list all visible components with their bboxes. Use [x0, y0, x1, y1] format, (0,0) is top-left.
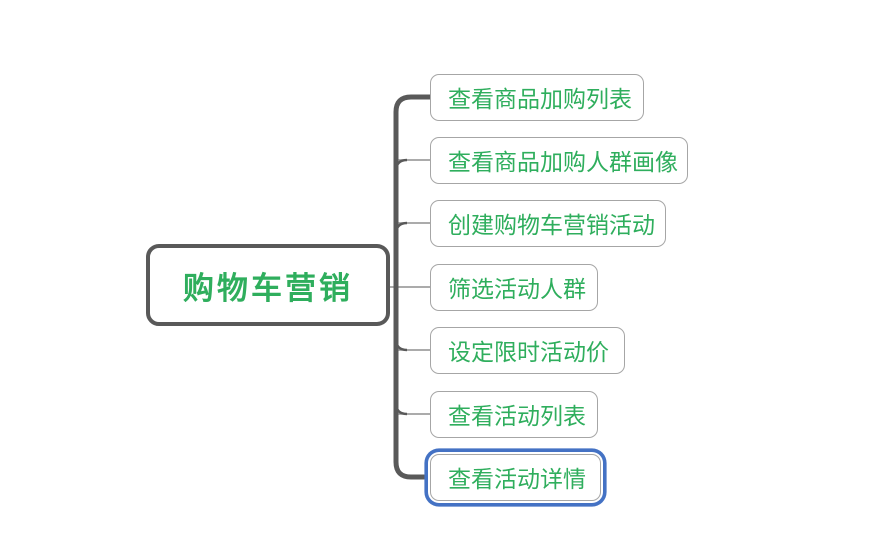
- topic-label: 查看商品加购列表: [448, 87, 632, 113]
- topic-node-view-product-cart-additions-list[interactable]: 查看商品加购列表: [430, 73, 644, 121]
- topic-node-view-campaign-list[interactable]: 查看活动列表: [430, 390, 598, 438]
- spine-connector: [393, 94, 433, 480]
- topic-label: 设定限时活动价: [448, 340, 609, 366]
- topic-label: 创建购物车营销活动: [448, 213, 655, 239]
- topic-node-filter-campaign-audience[interactable]: 筛选活动人群: [430, 263, 598, 311]
- topic-label: 查看商品加购人群画像: [448, 150, 678, 176]
- topic-label: 查看活动列表: [448, 404, 586, 430]
- topic-label: 筛选活动人群: [448, 277, 586, 303]
- topic-node-view-product-cart-additions-persona[interactable]: 查看商品加购人群画像: [430, 136, 688, 184]
- central-topic-label: 购物车营销: [183, 270, 353, 307]
- central-topic-node[interactable]: 购物车营销: [146, 244, 390, 326]
- topic-node-view-campaign-details[interactable]: 查看活动详情: [430, 453, 601, 501]
- topic-node-create-cart-marketing-campaign[interactable]: 创建购物车营销活动: [430, 199, 666, 247]
- topic-label: 查看活动详情: [448, 467, 586, 493]
- topic-node-set-limited-time-price[interactable]: 设定限时活动价: [430, 326, 625, 374]
